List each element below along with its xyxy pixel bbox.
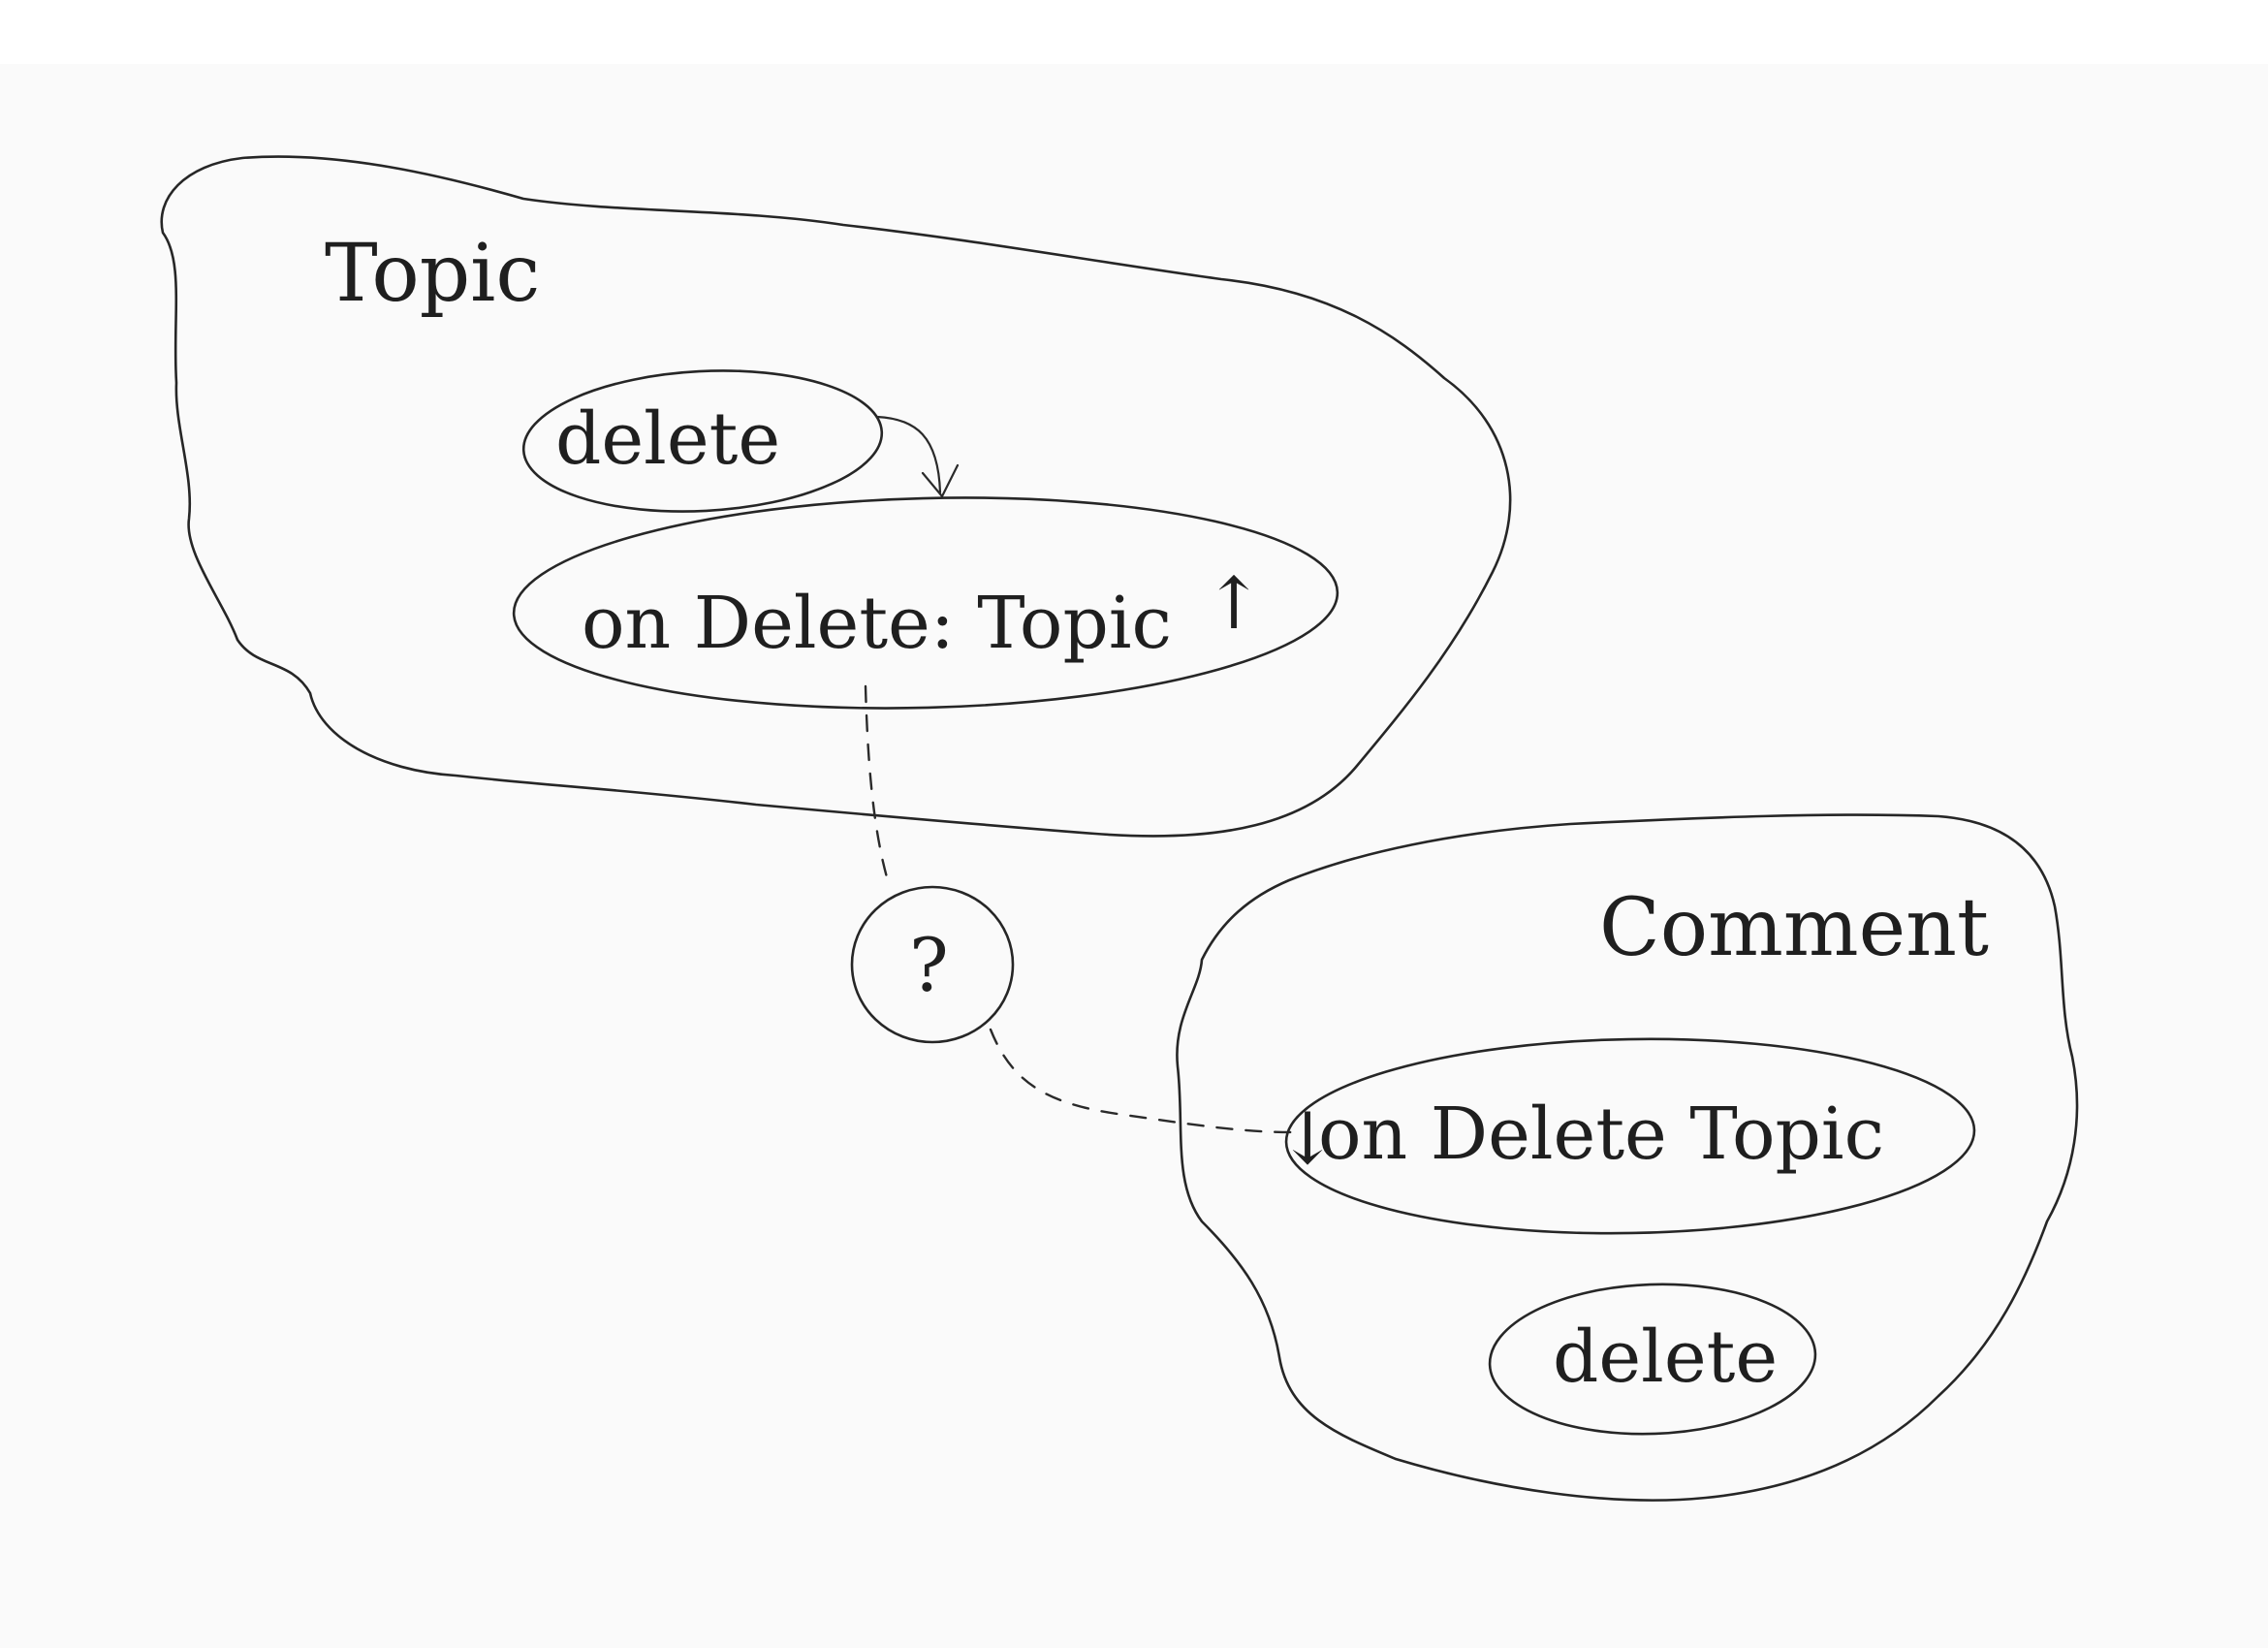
comment-handler-label: on Delete Topic bbox=[1318, 1093, 1884, 1176]
question-to-handler-link bbox=[989, 1028, 1296, 1134]
topic-delete-bubble bbox=[521, 369, 884, 513]
question-circle bbox=[850, 885, 1015, 1044]
comment-handler-bubble bbox=[1284, 1037, 1976, 1235]
question-mark: ? bbox=[909, 922, 949, 1008]
topic-title: Topic bbox=[325, 228, 540, 320]
topic-event-label: on Delete: Topic bbox=[582, 582, 1172, 665]
topic-event-up-arrow: ↑ bbox=[1204, 562, 1264, 646]
delete-to-event-arrow bbox=[875, 415, 942, 494]
event-to-question-link bbox=[864, 684, 889, 879]
comment-delete-label: delete bbox=[1553, 1315, 1778, 1399]
comment-delete-bubble bbox=[1488, 1283, 1817, 1436]
delete-to-event-arrowhead bbox=[921, 463, 960, 498]
topic-boundary bbox=[160, 155, 1512, 838]
comment-boundary bbox=[1176, 813, 2079, 1502]
topic-delete-label: delete bbox=[555, 397, 780, 481]
scan-top-edge bbox=[0, 0, 2268, 64]
topic-event-bubble bbox=[512, 496, 1339, 710]
comment-title: Comment bbox=[1599, 882, 1989, 974]
comment-handler-down-arrow: ↓ bbox=[1277, 1097, 1338, 1181]
